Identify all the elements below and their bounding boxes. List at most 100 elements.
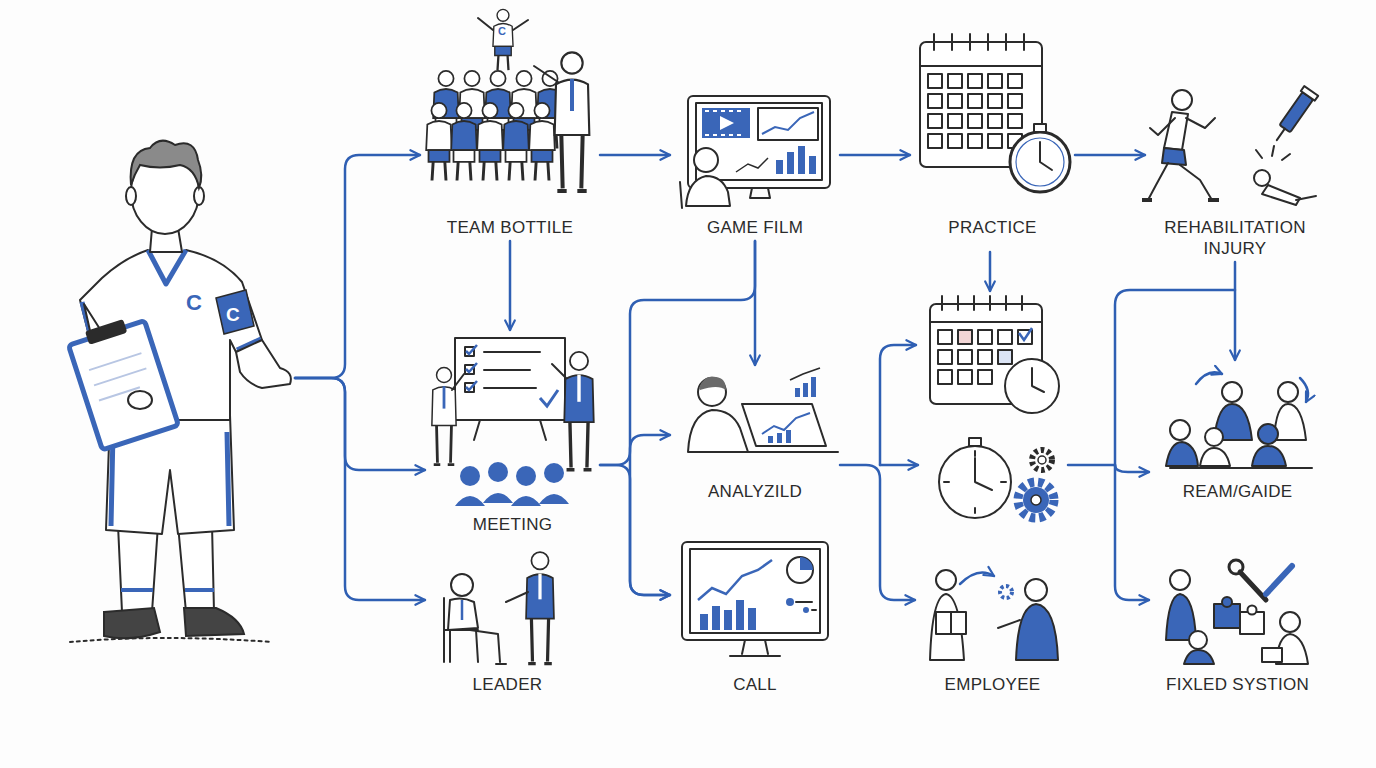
step-label: ANALYZILD bbox=[670, 481, 840, 502]
team-guide-icon bbox=[1200, 448, 1230, 466]
analysis-icon bbox=[742, 404, 826, 446]
call-monitor-icon bbox=[700, 614, 708, 630]
analysis-icon bbox=[688, 368, 838, 452]
schedule-calendar-icon bbox=[1019, 328, 1032, 340]
flow-arrow bbox=[880, 345, 916, 465]
captain-drawing bbox=[126, 187, 136, 205]
leader-icon bbox=[470, 630, 506, 664]
team-huddle-icon bbox=[451, 103, 477, 181]
meeting-icon bbox=[474, 420, 546, 440]
flow-arrow bbox=[1115, 290, 1235, 465]
meeting-icon bbox=[452, 374, 464, 390]
flow-connector bbox=[1075, 154, 1145, 157]
team-huddle-icon bbox=[529, 103, 555, 181]
step-node: REHABILITATION INJURY bbox=[1145, 85, 1325, 262]
captain-figure: CC bbox=[40, 140, 295, 650]
flow-connector bbox=[295, 155, 420, 378]
stopwatch-gears-icon bbox=[1032, 450, 1052, 470]
step-node: GAME FILM bbox=[670, 90, 840, 241]
employee-icon bbox=[930, 570, 1058, 660]
rehab-icon bbox=[1172, 90, 1192, 110]
fixed-system-icon bbox=[1170, 570, 1190, 590]
practice-calendar-icon bbox=[920, 65, 1042, 67]
meeting-icon bbox=[552, 364, 566, 378]
captain-drawing bbox=[216, 290, 254, 334]
flow-connector bbox=[295, 378, 425, 470]
team-guide-icon bbox=[1205, 428, 1223, 446]
step-label: REAM/GAIDE bbox=[1150, 481, 1325, 502]
rehab-icon bbox=[1254, 170, 1270, 186]
flow-connector bbox=[600, 465, 670, 595]
game-film-icon bbox=[750, 188, 770, 198]
stopwatch-gears-icon bbox=[1023, 487, 1049, 513]
analysis-icon bbox=[699, 376, 726, 390]
team-guide-icon bbox=[1166, 442, 1198, 466]
rehab-icon bbox=[1280, 92, 1314, 132]
team-guide-icon bbox=[1300, 378, 1308, 402]
game-film-icon bbox=[762, 112, 814, 134]
meeting-icon bbox=[516, 466, 536, 486]
step-label: CALL bbox=[670, 674, 840, 695]
call-monitor-icon bbox=[796, 602, 816, 610]
analysis-icon bbox=[700, 451, 838, 453]
fixed-system-icon bbox=[1248, 606, 1257, 615]
employee-icon bbox=[998, 620, 1020, 628]
flow-connector bbox=[840, 465, 915, 600]
captain-drawing bbox=[68, 321, 178, 450]
game-film-icon bbox=[758, 108, 818, 140]
step-node: LEADER bbox=[425, 545, 590, 698]
analysis-icon bbox=[811, 377, 816, 397]
flow-connector bbox=[295, 378, 425, 600]
captain-drawing bbox=[111, 432, 229, 526]
stopwatch-gears-icon bbox=[939, 438, 1054, 518]
flow-arrow bbox=[1115, 465, 1149, 600]
meeting-icon bbox=[432, 368, 456, 465]
captain-letter: C bbox=[186, 292, 202, 314]
schedule-calendar-icon bbox=[930, 321, 1042, 323]
game-film-icon bbox=[702, 108, 750, 138]
game-film-icon bbox=[688, 96, 830, 188]
step-node: TEAM BOTTILE bbox=[420, 5, 600, 241]
schedule-calendar-icon bbox=[942, 296, 1022, 310]
flow-arrow bbox=[880, 464, 918, 467]
practice-calendar-icon bbox=[934, 34, 1024, 50]
employee-icon bbox=[1025, 579, 1047, 601]
leader-icon bbox=[451, 574, 473, 596]
step-label: MEETING bbox=[425, 514, 600, 535]
team-guide-icon bbox=[1278, 382, 1298, 402]
captain-drawing bbox=[236, 340, 291, 388]
analysis-icon bbox=[795, 388, 800, 397]
call-monitor-icon bbox=[682, 542, 828, 656]
meeting-icon bbox=[544, 463, 564, 483]
game-film-icon bbox=[720, 116, 734, 130]
captain-letter: C bbox=[226, 305, 240, 324]
team-guide-icon bbox=[1252, 446, 1286, 466]
captain-drawing bbox=[70, 638, 272, 642]
practice-calendar-icon bbox=[1040, 142, 1052, 170]
game-film-icon bbox=[787, 152, 794, 174]
stopwatch-gears-icon bbox=[1018, 482, 1054, 518]
jersey-letter: C bbox=[498, 26, 506, 37]
analysis-icon bbox=[688, 410, 748, 452]
stopwatch-gears-icon bbox=[1038, 456, 1046, 464]
meeting-icon bbox=[455, 338, 565, 420]
game-film-icon bbox=[694, 148, 718, 172]
fixed-system-icon bbox=[1189, 631, 1207, 649]
step-label: GAME FILM bbox=[670, 217, 840, 238]
call-monitor-icon bbox=[786, 598, 794, 606]
meeting-icon bbox=[455, 493, 569, 506]
flow-connector bbox=[600, 154, 670, 157]
stopwatch-gears-icon bbox=[1031, 495, 1041, 505]
step-label: EMPLOYEE bbox=[915, 674, 1070, 695]
analysis-icon bbox=[786, 430, 791, 443]
step-label: LEADER bbox=[425, 674, 590, 695]
call-monitor-icon bbox=[800, 557, 813, 570]
team-huddle-icon bbox=[426, 9, 589, 191]
team-guide-icon bbox=[1258, 424, 1278, 444]
leader-icon bbox=[448, 598, 478, 630]
captain-drawing bbox=[104, 608, 160, 638]
analysis-icon bbox=[803, 383, 808, 397]
leader-icon bbox=[506, 592, 528, 602]
call-monitor-icon bbox=[690, 549, 820, 633]
